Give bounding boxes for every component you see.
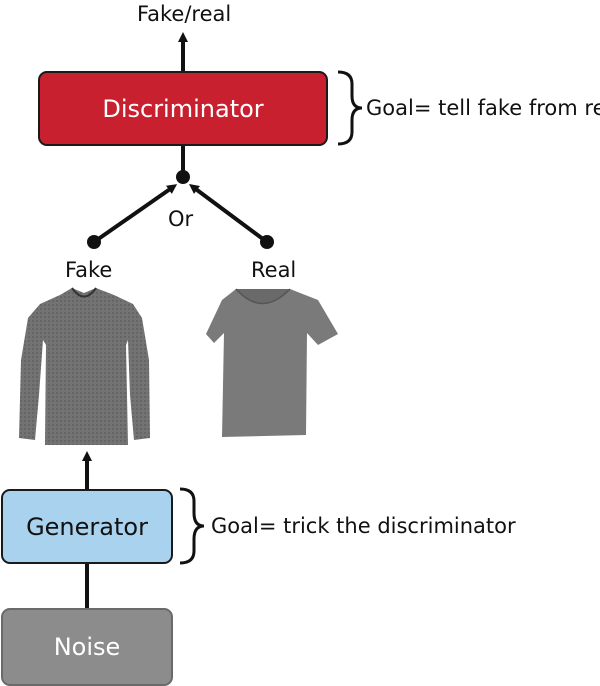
- generator-goal: Goal= trick the discriminator: [211, 514, 516, 538]
- real-branch-dot: [260, 235, 274, 249]
- fake-branch-dot: [87, 235, 101, 249]
- junction-label: Or: [168, 207, 194, 231]
- real-label: Real: [251, 258, 297, 282]
- noise-label: Noise: [53, 633, 121, 661]
- fake-branch-arrow: [92, 184, 178, 244]
- generator-box: Generator: [1, 489, 173, 564]
- output-label: Fake/real: [137, 2, 232, 26]
- real-branch-arrow: [188, 184, 269, 244]
- discriminator-goal-brace: [337, 70, 363, 146]
- fake-label: Fake: [65, 258, 113, 282]
- generator-label: Generator: [26, 512, 148, 541]
- discriminator-box: Discriminator: [38, 71, 328, 146]
- t-shirt-image: [206, 288, 338, 437]
- long-sleeve-shirt-image: [19, 287, 150, 445]
- junction-dot: [176, 170, 190, 184]
- generator-goal-brace: [179, 487, 205, 565]
- discriminator-label: Discriminator: [102, 94, 264, 123]
- discriminator-goal: Goal= tell fake from real: [366, 96, 600, 120]
- noise-box: Noise: [1, 608, 173, 686]
